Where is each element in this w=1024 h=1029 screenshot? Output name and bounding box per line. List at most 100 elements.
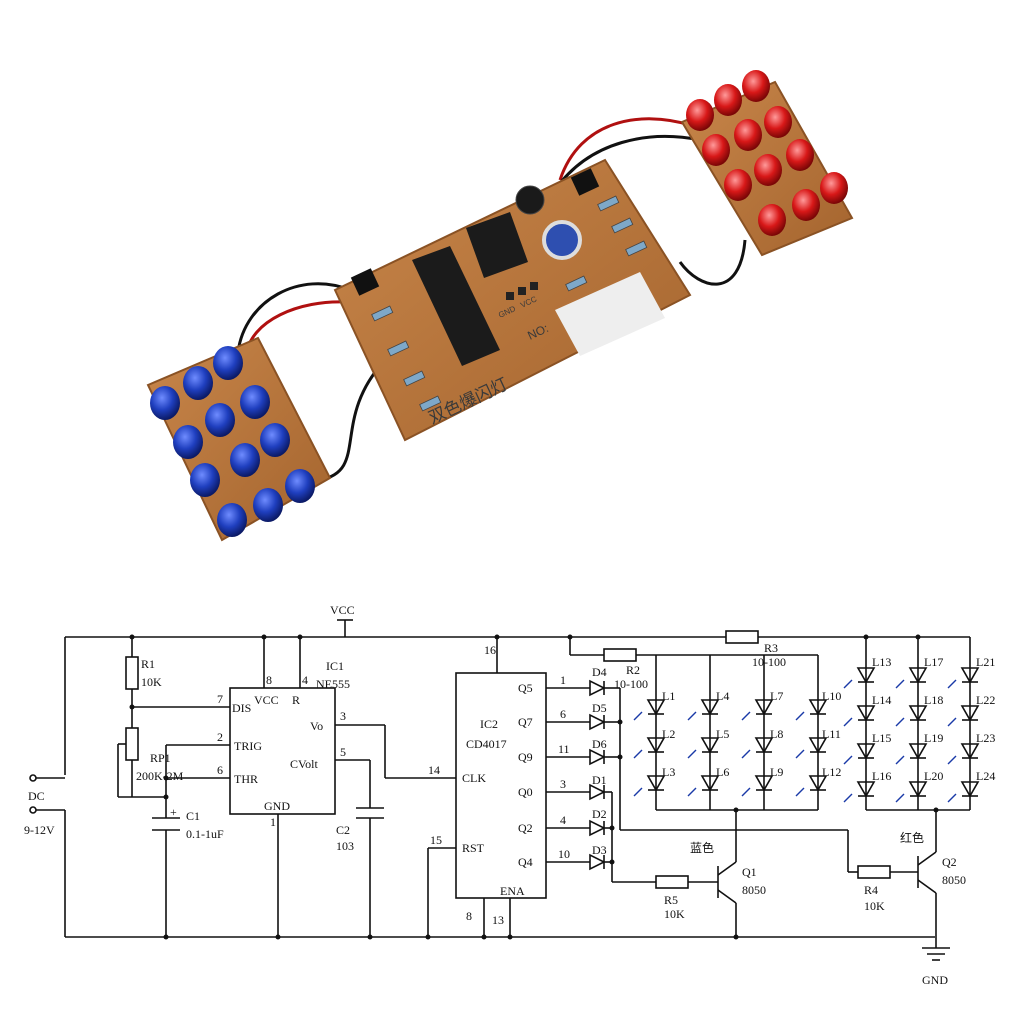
led-label-l20: L20: [924, 769, 943, 783]
ic2-pinnum-gnd: 8: [466, 909, 472, 923]
led-label-l4: L4: [716, 689, 729, 703]
ic1-pin-trig: TRIG: [234, 739, 262, 753]
led-label-l15: L15: [872, 731, 891, 745]
ic1-part: NE555: [316, 677, 350, 691]
diode-d5: D5: [592, 701, 607, 715]
ic1-ne555: [229, 687, 336, 815]
ic2-pinnum-q7: 6: [560, 707, 566, 721]
red-label: 红色: [900, 830, 924, 845]
led-emission-arrows: [633, 679, 957, 803]
r4-value: 10K: [864, 899, 885, 913]
q1-part: 8050: [742, 883, 766, 897]
led-label-l14: L14: [872, 693, 891, 707]
blue-led-board: [146, 336, 332, 542]
r1-value: 10K: [141, 675, 162, 689]
schematic-labels: VCC DC 9-12V R1 10K RP1 200K-2M + C1 0.1…: [24, 603, 995, 987]
cd4017-chip: [412, 246, 500, 366]
q1-name: Q1: [742, 865, 757, 879]
ic2-cd4017: [455, 672, 547, 899]
r3-resistor: [725, 630, 759, 644]
diode-d6: D6: [592, 737, 607, 751]
led-label-l2: L2: [662, 727, 675, 741]
ic1-pinnum-dis: 7: [217, 692, 223, 706]
ic2-pin-q4: Q4: [518, 855, 533, 869]
r3-name: R3: [764, 641, 778, 655]
led-label-l5: L5: [716, 727, 729, 741]
potentiometer: [542, 220, 582, 260]
led-label-l24: L24: [976, 769, 995, 783]
diode-d4: D4: [592, 665, 607, 679]
kit-photo: GND VCC NO: 双色爆闪灯: [146, 70, 854, 542]
r2-value: 10-100: [614, 677, 648, 691]
led-label-l17: L17: [924, 655, 943, 669]
diode-d3: D3: [592, 843, 607, 857]
rp1-potentiometer: [125, 727, 139, 761]
blue-label: 蓝色: [690, 841, 714, 855]
ic2-pinnum-q9: 11: [558, 742, 570, 756]
ic1-pinnum-thr: 6: [217, 763, 223, 777]
led-label-l10: L10: [822, 689, 841, 703]
transistor-q1: [350, 268, 380, 296]
r2-resistor: [603, 648, 637, 662]
ne555-chip: [466, 212, 528, 278]
ic1-name: IC1: [326, 659, 344, 673]
transistor-q2: [570, 168, 600, 196]
r5-name: R5: [664, 893, 678, 907]
q2-name: Q2: [942, 855, 957, 869]
r4-name: R4: [864, 883, 878, 897]
r1-name: R1: [141, 657, 155, 671]
led-label-l11: L11: [822, 727, 841, 741]
ic1-pin-vcc: VCC: [254, 693, 279, 707]
led-label-l19: L19: [924, 731, 943, 745]
schematic: [29, 619, 980, 961]
ic2-pinnum-q0: 3: [560, 777, 566, 791]
rp1-name: RP1: [150, 751, 171, 765]
ic2-pinnum-ena: 13: [492, 913, 504, 927]
diode-d1: D1: [592, 773, 607, 787]
gnd-label: GND: [922, 973, 948, 987]
ic2-pin-clk: CLK: [462, 771, 486, 785]
r5-resistor: [655, 875, 689, 889]
led-label-l6: L6: [716, 765, 729, 779]
ic2-pinnum-q2: 4: [560, 813, 566, 827]
connecting-wires: [236, 117, 747, 482]
c1-name: C1: [186, 809, 200, 823]
ic2-pinnum-q4: 10: [558, 847, 570, 861]
ic2-pin-q7: Q7: [518, 715, 533, 729]
c1-value: 0.1-1uF: [186, 827, 224, 841]
ic2-pinnum-q5: 1: [560, 673, 566, 687]
c1-plus: +: [170, 805, 177, 819]
ic1-pin-cvolt: CVolt: [290, 757, 318, 771]
red-leds: [686, 70, 848, 236]
ic2-name: IC2: [480, 717, 498, 731]
led-label-l3: L3: [662, 765, 675, 779]
led-label-l22: L22: [976, 693, 995, 707]
ic1-pinnum-gnd: 1: [270, 815, 276, 829]
ic1-pinnum-r: 4: [302, 673, 308, 687]
ic1-pinnum-vo: 3: [340, 709, 346, 723]
r1-resistor: [125, 656, 139, 690]
ic1-pinnum-cvolt: 5: [340, 745, 346, 759]
main-pcb: GND VCC NO: 双色爆闪灯: [333, 158, 692, 442]
led-label-l18: L18: [924, 693, 943, 707]
ic1-pin-thr: THR: [234, 772, 258, 786]
r5-value: 10K: [664, 907, 685, 921]
ic2-pin-rst: RST: [462, 841, 485, 855]
rp1-value: 200K-2M: [136, 769, 184, 783]
ic2-pin-ena: ENA: [500, 884, 525, 898]
c2-value: 103: [336, 839, 354, 853]
red-led-board: [680, 70, 854, 257]
led-label-l21: L21: [976, 655, 995, 669]
led-label-l8: L8: [770, 727, 783, 741]
blue-led-array: [646, 655, 828, 811]
led-label-l16: L16: [872, 769, 891, 783]
led-label-l9: L9: [770, 765, 783, 779]
dc-voltage-label: 9-12V: [24, 823, 55, 837]
ic2-pin-q2: Q2: [518, 821, 533, 835]
ic1-pinnum-trig: 2: [217, 730, 223, 744]
vcc-label: VCC: [330, 603, 355, 617]
ic2-pin-q0: Q0: [518, 785, 533, 799]
ic1-pin-gnd: GND: [264, 799, 290, 813]
ic1-pin-dis: DIS: [232, 701, 251, 715]
